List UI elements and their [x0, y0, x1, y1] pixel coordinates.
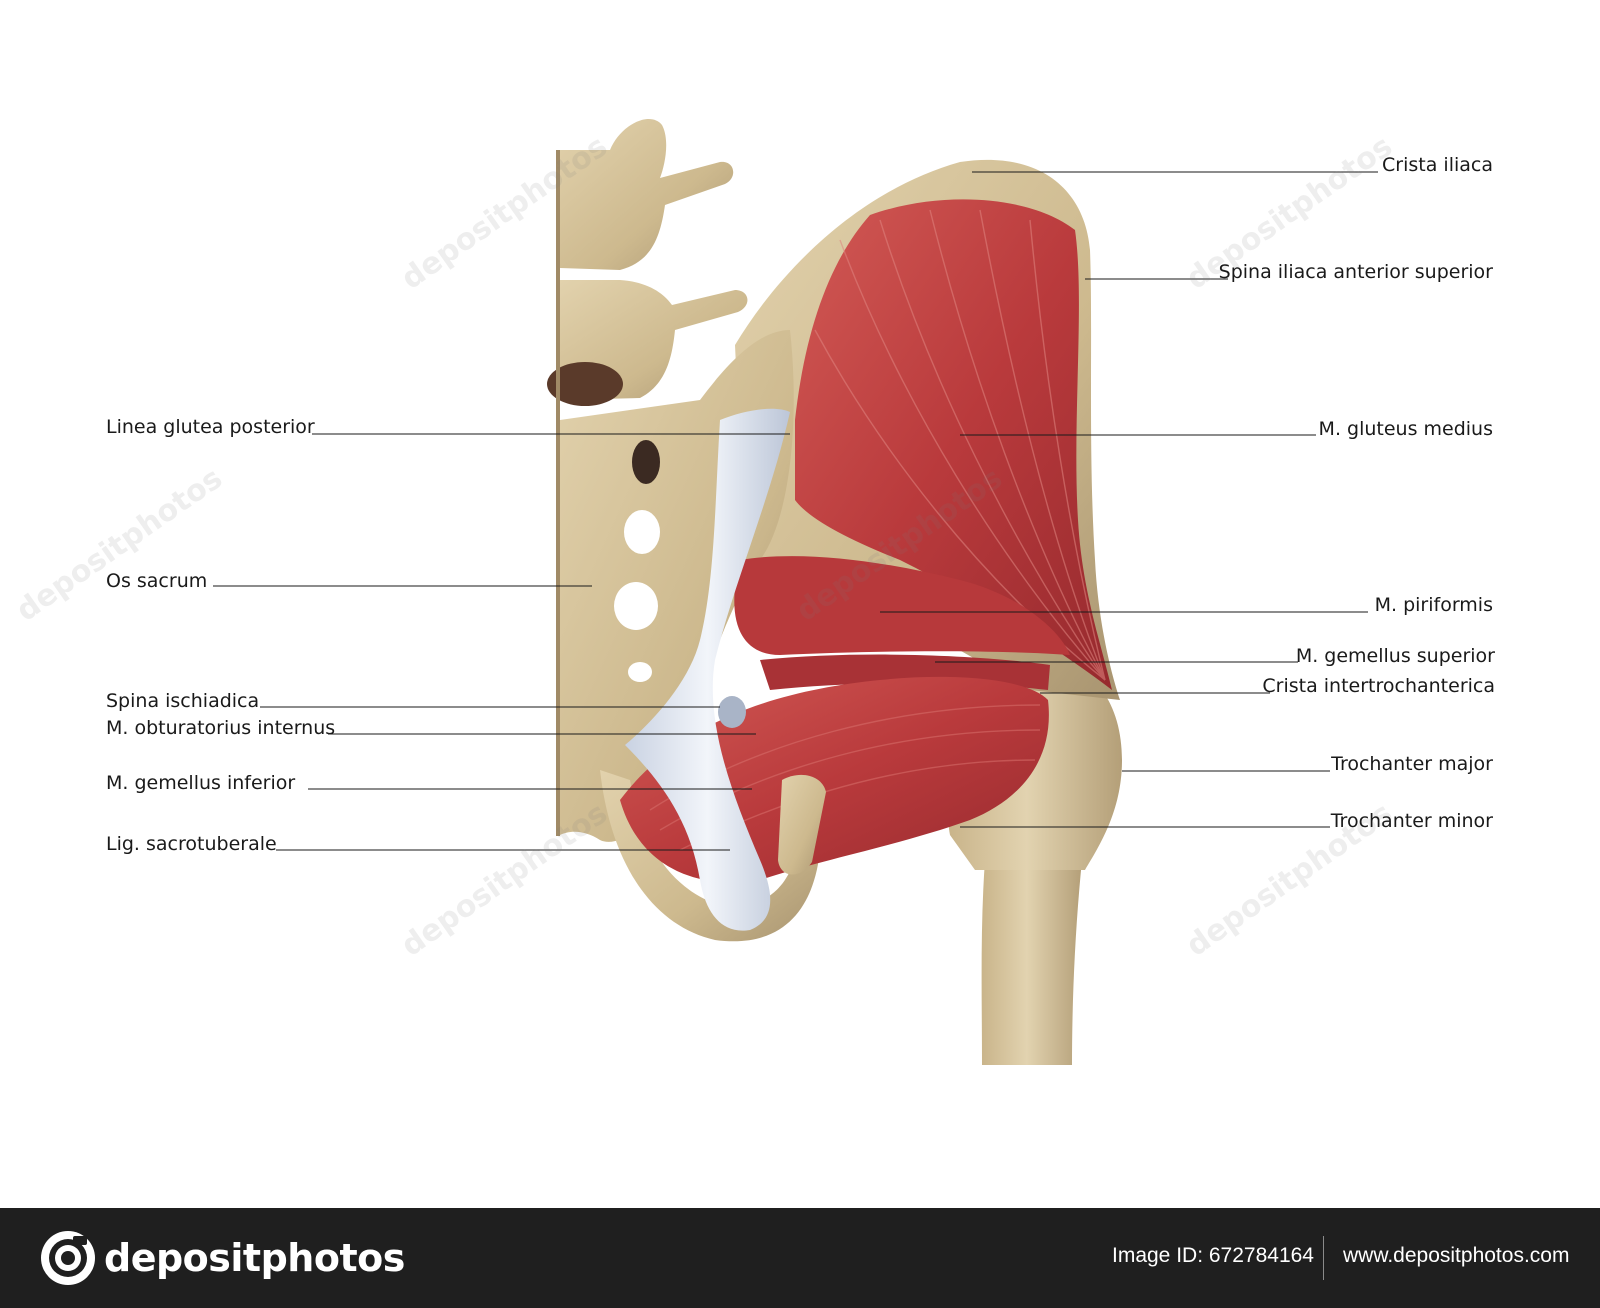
label-linea-glutea-posterior: Linea glutea posterior — [106, 416, 315, 438]
label-gemellus-superior: M. gemellus superior — [1295, 645, 1495, 667]
footer-divider — [1323, 1236, 1324, 1280]
label-gluteus-medius: M. gluteus medius — [1318, 418, 1493, 440]
label-crista-iliaca: Crista iliaca — [1382, 154, 1493, 176]
image-id: Image ID: 672784164 — [1112, 1244, 1314, 1267]
trochanter-minor-shape — [778, 774, 826, 875]
anatomy-illustration: depositphotos depositphotos depositphoto… — [10, 119, 1495, 1065]
piriformis-muscle — [734, 556, 1070, 655]
lumbar-vertebra-upper — [560, 119, 734, 270]
logo-text: depositphotos — [104, 1236, 405, 1280]
sacral-foramen-4 — [628, 662, 652, 682]
label-os-sacrum: Os sacrum — [106, 570, 208, 592]
ischium-bone — [600, 770, 820, 942]
label-trochanter-major: Trochanter major — [1331, 753, 1493, 775]
spina-ischiadica-knob — [718, 696, 746, 728]
label-crista-intertrochanterica: Crista intertrochanterica — [1262, 675, 1495, 697]
sacrum-cut-edge — [556, 150, 560, 836]
sacral-foramen-2 — [624, 510, 660, 554]
sacral-foramen-3 — [614, 582, 658, 630]
sacral-foramen-1 — [632, 440, 660, 484]
label-spina-ischiadica: Spina ischiadica — [106, 690, 260, 712]
pelvis-hip-drawing — [213, 119, 1378, 1065]
camera-logo-icon — [41, 1231, 95, 1285]
trochanter-major-shape — [948, 664, 1122, 870]
femur-shaft — [981, 860, 1082, 1065]
footer-bar: depositphotos Image ID: 672784164 www.de… — [0, 1208, 1600, 1308]
label-trochanter-minor: Trochanter minor — [1330, 810, 1493, 832]
label-gemellus-inferior: M. gemellus inferior — [106, 772, 296, 794]
site-url-link[interactable]: www.depositphotos.com — [1343, 1244, 1570, 1267]
label-sacrotuberale: Lig. sacrotuberale — [106, 833, 277, 855]
depositphotos-logo[interactable]: depositphotos — [40, 1230, 405, 1286]
sacrotuberal-ligament — [625, 408, 790, 931]
intervertebral-space — [547, 362, 623, 406]
label-spina-iliaca-anterior-superior: Spina iliaca anterior superior — [1218, 261, 1493, 283]
label-obturatorius-internus: M. obturatorius internus — [106, 717, 336, 739]
label-piriformis: M. piriformis — [1374, 594, 1493, 616]
